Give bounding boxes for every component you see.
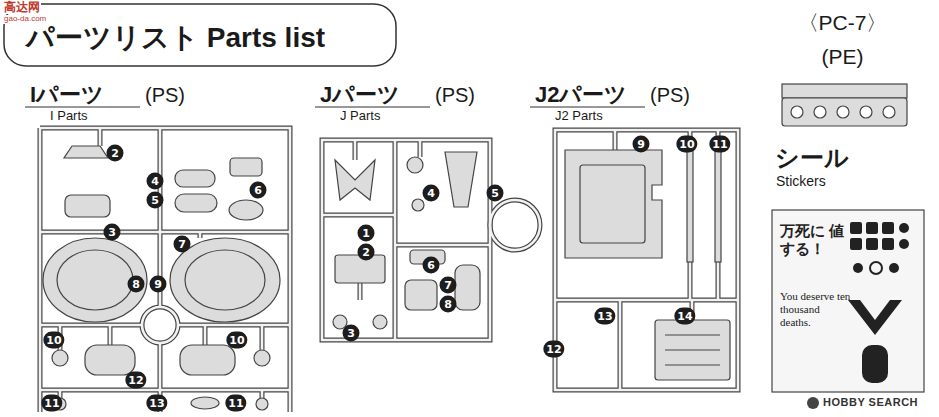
- callout-number: 11: [225, 395, 246, 412]
- runner-parts: [43, 84, 924, 410]
- plastic-type: (PS): [435, 85, 475, 106]
- callout-number: 8: [440, 296, 457, 313]
- part-group-subheading: Stickers: [776, 174, 826, 189]
- sticker-text: 万死に 値する！: [780, 222, 846, 258]
- callout-number: 5: [147, 192, 164, 209]
- callout-number: 9: [633, 136, 650, 153]
- callout-number: 2: [107, 145, 124, 162]
- callout-number: 1: [358, 225, 375, 242]
- part-group-heading: Jパーツ: [320, 83, 400, 106]
- part-group-subheading: I Parts: [50, 109, 88, 123]
- callout-number: 13: [146, 395, 167, 412]
- callout-number: 4: [147, 173, 164, 190]
- part-group-heading: Iパーツ: [30, 83, 104, 106]
- callout-number: 7: [440, 277, 457, 294]
- callout-number: 7: [174, 236, 191, 253]
- plastic-type: (PS): [650, 85, 690, 106]
- callout-number: 14: [674, 308, 695, 325]
- callout-number: 13: [594, 308, 615, 325]
- plastic-type: (PS): [145, 85, 185, 106]
- part-group: シール Stickers: [770, 140, 928, 395]
- part-group: Iパーツ I Parts (PS): [20, 80, 295, 415]
- part-group-heading: J2パーツ: [535, 83, 627, 106]
- callout-number: 12: [543, 341, 564, 358]
- callout-number: 6: [423, 257, 440, 274]
- callout-number: 2: [358, 244, 375, 261]
- part-group-heading: 〈PC-7〉: [775, 12, 910, 34]
- sticker-text: You deserve ten thousand deaths.: [780, 290, 852, 330]
- callout-number: 3: [343, 325, 360, 342]
- part-group-subheading: (PE): [775, 46, 910, 68]
- callout-number: 5: [487, 185, 504, 202]
- part-group: 〈PC-7〉 (PE): [775, 10, 910, 135]
- watermark-text: 高达网: [3, 1, 41, 14]
- callout-number: 12: [125, 372, 146, 389]
- callout-number: 10: [676, 136, 697, 153]
- callout-number: 3: [104, 224, 121, 241]
- part-group: Jパーツ J Parts (PS): [310, 80, 545, 345]
- heading-underline: [25, 106, 645, 107]
- callout-number: 6: [250, 182, 267, 199]
- callout-number: 4: [423, 185, 440, 202]
- watermark-text: HOBBY SEARCH: [821, 396, 920, 408]
- callout-number: 10: [226, 332, 247, 349]
- callout-number: 8: [128, 276, 145, 293]
- runner-frame: [40, 128, 738, 412]
- part-group-subheading: J2 Parts: [555, 109, 603, 123]
- callout-number: 11: [41, 395, 62, 412]
- watermark-text: gao-da.com: [3, 15, 47, 24]
- callout-number: 11: [709, 136, 730, 153]
- part-group-subheading: J Parts: [340, 109, 380, 123]
- page-title: パーツリスト Parts list: [26, 23, 325, 52]
- title-tab: [4, 4, 396, 66]
- callout-number: 9: [150, 276, 167, 293]
- callout-number: 10: [43, 332, 64, 349]
- part-group-heading: シール: [775, 145, 849, 170]
